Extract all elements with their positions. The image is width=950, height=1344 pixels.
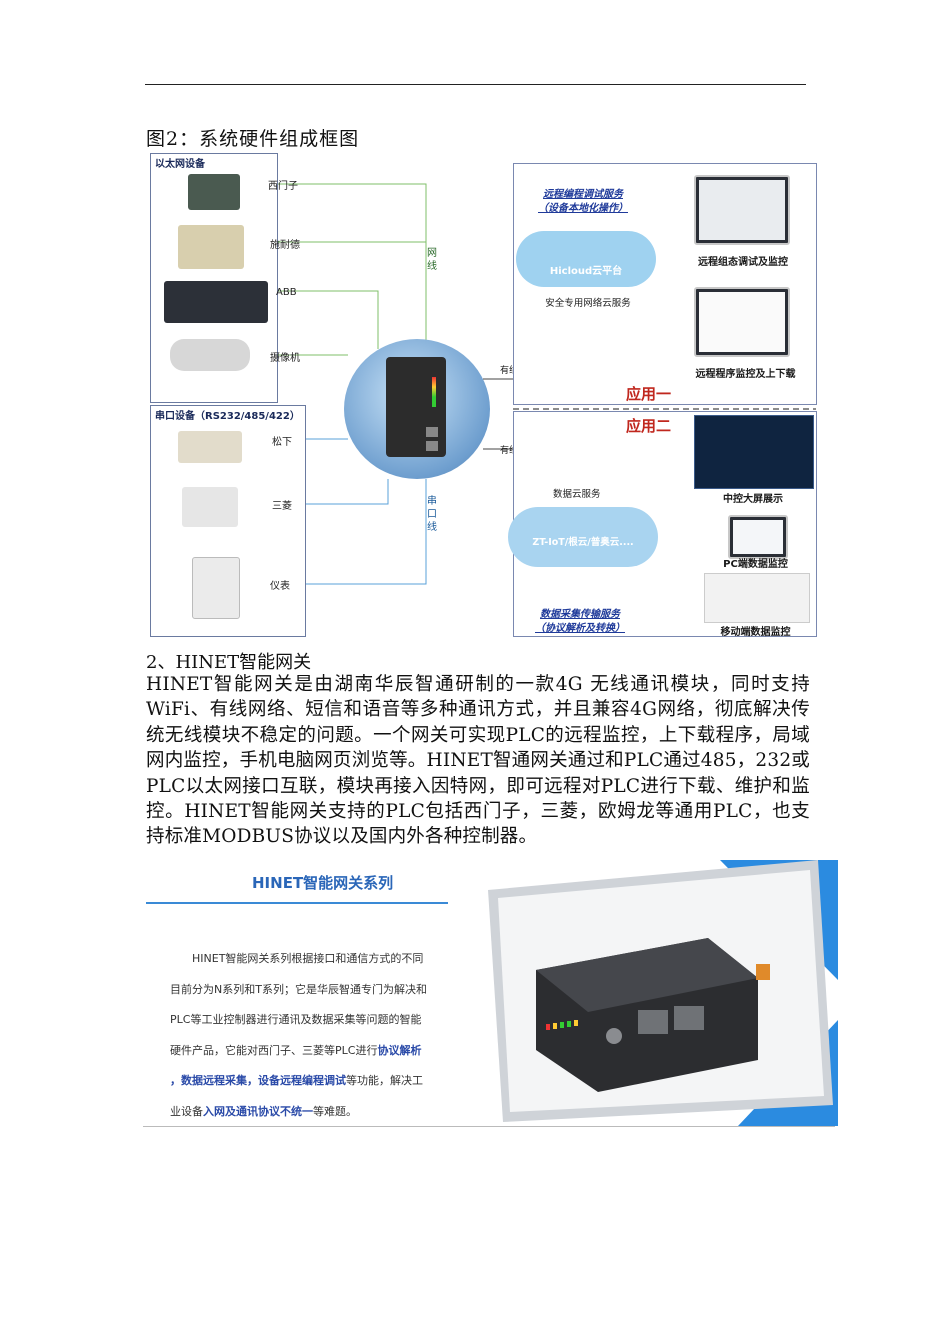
body-paragraph: HINET智能网关是由湖南华辰智通研制的一款4G 无线通讯模块，同时支持WiFi… [146, 674, 811, 848]
iot-cloud-name: ZT-IoT/根云/普奥云.... [532, 537, 634, 548]
device-label-camera: 摄像机 [270, 353, 300, 364]
app2-output-1: 中控大屏展示 [723, 494, 783, 505]
product-line-4: 硬件产品，它能对西门子、三菱等PLC进行协议解析 [170, 1036, 470, 1067]
siemens-plc-image [188, 174, 240, 210]
schneider-plc-image [178, 225, 244, 269]
app2-cloud-desc: 数据云服务 [553, 489, 601, 500]
meter-image [192, 557, 240, 619]
system-hardware-diagram: 以太网设备 串口设备（RS232/485/422） 西门子 施耐德 ABB 摄像… [148, 149, 818, 639]
product-line-6-text-b: 等难题。 [313, 1104, 357, 1118]
product-line-5-text: 等功能，解决工 [346, 1074, 423, 1087]
device-label-panasonic: 松下 [272, 437, 292, 448]
hicloud-name: Hicloud云平台 [549, 266, 623, 277]
product-line-1: HINET智能网关系列根据接口和通信方式的不同 [192, 952, 424, 965]
product-line-5-bold: ，数据远程采集，设备远程编程调试 [170, 1074, 346, 1087]
ethernet-panel-title: 以太网设备 [155, 159, 205, 170]
device-label-abb: ABB [276, 287, 297, 298]
app2-output-3: 移动端数据监控 [720, 627, 791, 638]
device-label-schneider: 施耐德 [270, 240, 300, 251]
pc-monitor-image [728, 515, 788, 559]
program-monitor-image [694, 287, 790, 357]
app2-service-title-1: 数据采集传输服务 [540, 609, 620, 620]
camera-image [170, 339, 250, 371]
app1-label: 应用一 [626, 385, 672, 403]
scada-monitor-image [694, 175, 790, 245]
app1-output-2: 远程程序监控及上下载 [695, 369, 796, 380]
product-line-4-text: 硬件产品，它能对西门子、三菱等PLC进行 [170, 1043, 378, 1057]
app2-output-2: PC端数据监控 [723, 559, 788, 570]
device-label-meter: 仪表 [270, 581, 290, 592]
figure-caption: 图2：系统硬件组成框图 [146, 128, 360, 150]
product-line-6: 业设备入网及通讯协议不统一等难题。 [170, 1097, 470, 1128]
app1-service-title-2: （设备本地化操作） [538, 203, 628, 214]
product-line-6-text-a: 业设备 [170, 1104, 203, 1118]
product-line-6-bold: 入网及通讯协议不统一 [203, 1104, 313, 1118]
product-line-5: ，数据远程采集，设备远程编程调试等功能，解决工 [170, 1066, 470, 1097]
product-description: HINET智能网关系列根据接口和通信方式的不同 目前分为N系列和T系列；它是华辰… [170, 944, 470, 1127]
product-photo [488, 860, 838, 1126]
panasonic-plc-image [178, 431, 242, 463]
hicloud-cloud [516, 231, 656, 287]
header-rule [145, 84, 806, 85]
app2-service-title-2: （协议解析及转换） [535, 623, 625, 634]
mobile-data-image [704, 573, 810, 623]
serial-panel-title: 串口设备（RS232/485/422） [155, 411, 300, 422]
abb-plc-image [164, 281, 268, 323]
iot-cloud [508, 507, 658, 567]
dashboard-screen-image [694, 415, 814, 489]
app2-label: 应用二 [626, 417, 672, 435]
product-line-2: 目前分为N系列和T系列；它是华辰智通专门为解决和 [170, 982, 427, 996]
app1-service-title-1: 远程编程调试服务 [543, 189, 623, 200]
serial-cable-label: 串口线 [427, 496, 437, 533]
network-cable-label: 网线 [427, 248, 437, 272]
bottom-rule [143, 1126, 835, 1127]
section-heading: 2、HINET智能网关 [146, 652, 312, 673]
hicloud-desc: 安全专用网络云服务 [545, 298, 631, 309]
mitsubishi-plc-image [182, 487, 238, 527]
app1-output-1: 远程组态调试及监控 [698, 257, 788, 268]
product-line-4-bold: 协议解析 [377, 1043, 422, 1057]
device-label-siemens: 西门子 [268, 181, 298, 192]
device-label-mitsubishi: 三菱 [272, 501, 292, 512]
product-title: HINET智能网关系列 [252, 874, 394, 892]
gateway-device-image [386, 357, 446, 457]
product-line-3: PLC等工业控制器进行通讯及数据采集等问题的智能 [170, 1013, 422, 1026]
product-title-rule [146, 902, 448, 904]
